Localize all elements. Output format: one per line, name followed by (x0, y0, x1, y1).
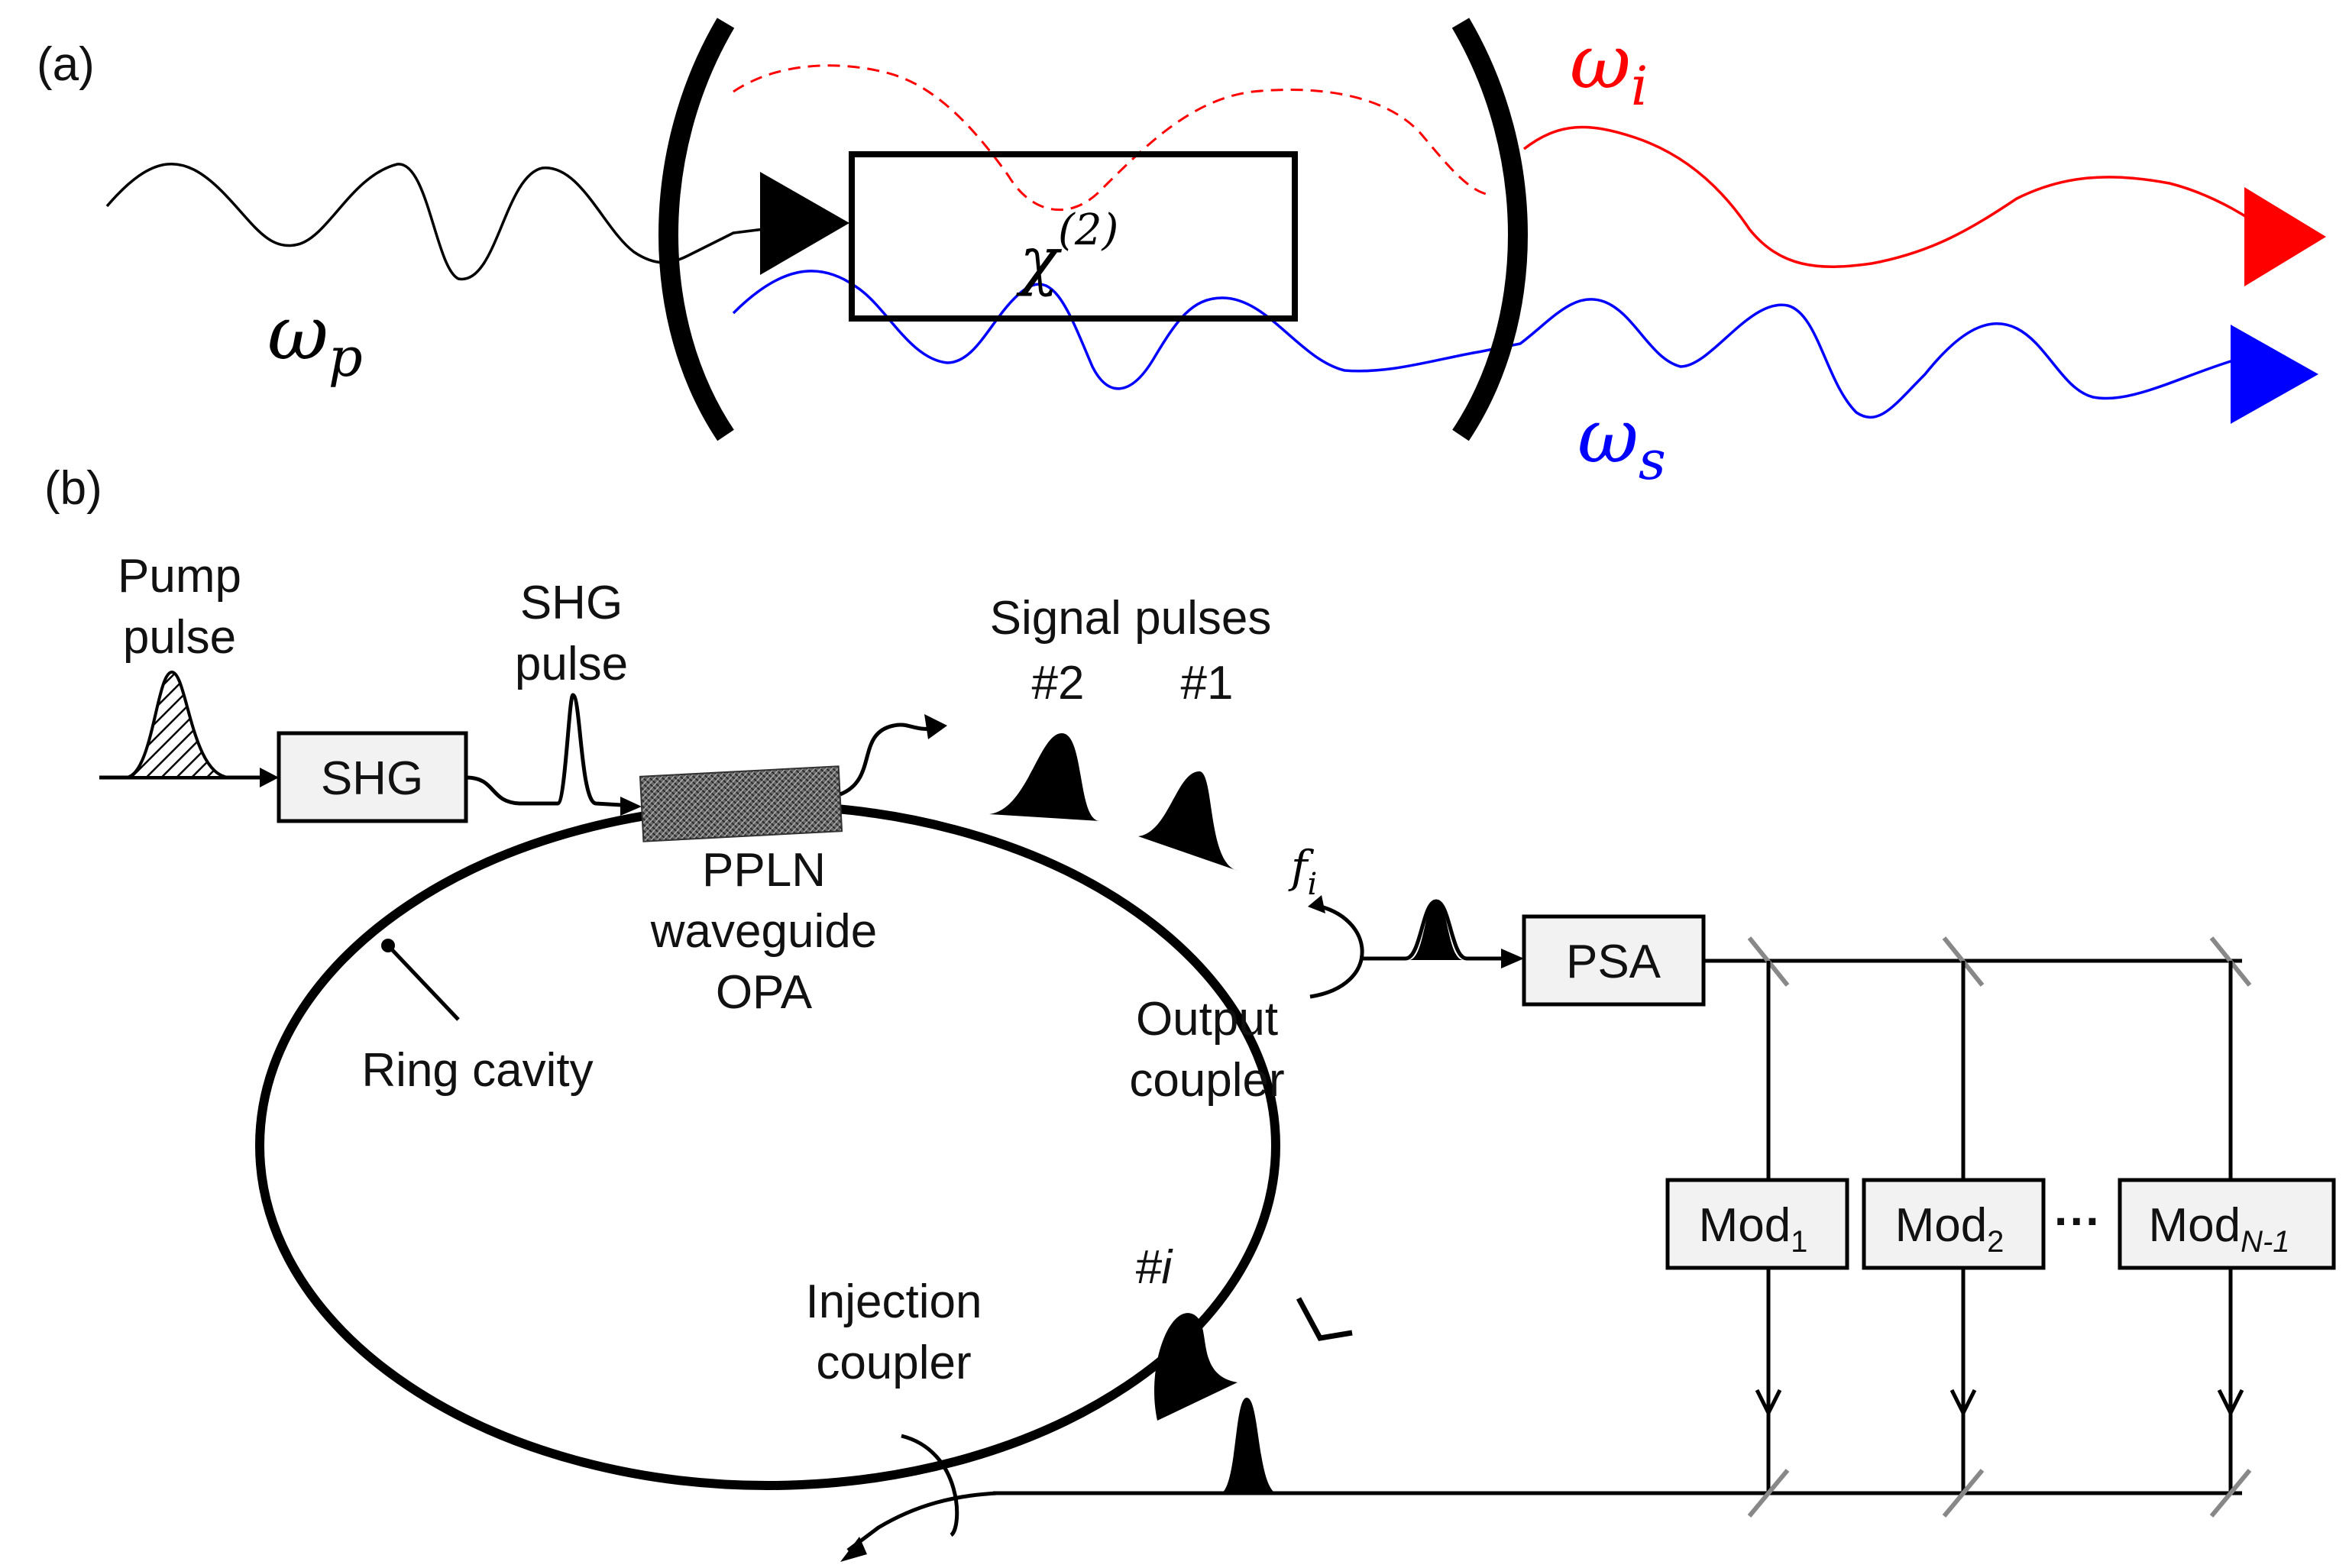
pump-frequency-label: ωp (267, 290, 363, 389)
pulse-i-label: #i (1135, 1241, 1173, 1294)
ppln-label-line3: OPA (716, 966, 813, 1019)
signal-pulses-label: Signal pulses (990, 592, 1272, 645)
signal-wave (732, 270, 2257, 419)
signal-arrowhead (2231, 325, 2318, 424)
modulator-2-label: Mod2 (1895, 1199, 2004, 1259)
pump-pulse-shape (125, 670, 230, 779)
ppln-label-line2: waveguide (650, 905, 877, 958)
right-mirror (1451, 18, 1528, 441)
signal-pulse-1 (1138, 771, 1238, 871)
psa-input-arrowhead (1501, 949, 1524, 968)
modulator-n-label: ModN-1 (2148, 1199, 2289, 1259)
ring-cavity-label: Ring cavity (361, 1044, 593, 1097)
modulator-n-box (2118, 1178, 2336, 1270)
output-coupler-arrowhead (1308, 895, 1325, 913)
ppln-label-line1: PPLN (702, 844, 826, 897)
pump-input-arrowhead (260, 768, 279, 787)
panel-a: (a) χ (2) ωp ωi ωs (37, 18, 2326, 492)
injection-coupler-label-line2: coupler (816, 1337, 971, 1389)
modulator-2-box (1862, 1178, 2046, 1270)
branch-1-arrow (1755, 1389, 1782, 1418)
signal-frequency-label: ωs (1577, 393, 1666, 492)
shg-pulse-label-line2: pulse (515, 638, 628, 690)
modulator-1-label: Mod1 (1699, 1199, 1808, 1259)
panel-b-label: (b) (44, 462, 102, 515)
shg-output-path (465, 693, 635, 808)
mirror-bottom-3 (2209, 1469, 2252, 1518)
injection-return-path (846, 1491, 998, 1552)
modulator-1-box (1665, 1178, 1849, 1270)
fi-label: fi (1288, 841, 1317, 902)
left-mirror (658, 18, 735, 441)
signal-pulse-2 (989, 733, 1100, 821)
shg-output-arrowhead (620, 797, 642, 816)
mirror-bottom-1 (1747, 1469, 1790, 1518)
panel-a-label: (a) (37, 38, 95, 91)
shg-pulse-label-line1: SHG (520, 577, 623, 629)
injection-coupler-arc (901, 1434, 959, 1537)
pump-exit-path (840, 723, 940, 797)
signal-pulse-2-label: #2 (1032, 657, 1085, 710)
shg-box-label: SHG (321, 752, 423, 805)
output-coupler-label-line2: coupler (1129, 1054, 1284, 1107)
output-coupler-label-line1: Output (1136, 993, 1278, 1046)
ring-direction-arrow (1296, 1297, 1353, 1341)
signal-pulse-1-label: #1 (1181, 657, 1234, 710)
branch-3-arrow (2217, 1389, 2244, 1418)
branch-2-arrow (1949, 1389, 1977, 1418)
output-coupler-arc (1309, 903, 1364, 999)
psa-box-label: PSA (1566, 936, 1661, 988)
pump-arrowhead (760, 172, 849, 275)
pump-pulse-label-line2: pulse (123, 611, 236, 664)
injection-coupler-label-line1: Injection (806, 1275, 982, 1328)
pump-wave (105, 162, 765, 280)
pump-exit-arrowhead (924, 714, 947, 739)
modulator-ellipsis: ··· (2054, 1195, 2101, 1248)
crystal-order-superscript: (2) (1058, 205, 1118, 255)
idler-arrowhead (2244, 187, 2326, 286)
idler-wave (1522, 125, 2254, 268)
feedback-pulse (1218, 1398, 1280, 1495)
ppln-waveguide (639, 765, 843, 842)
idler-frequency-label: ωi (1570, 19, 1648, 118)
injection-exit-arrowhead (840, 1537, 867, 1562)
ring-cavity-pointer (387, 944, 460, 1021)
output-pulse (1409, 900, 1463, 960)
panel-b: (b) Pump pulse SHG SHG pulse PPLN wavegu… (44, 462, 2336, 1562)
crystal-chi-label: χ (1016, 223, 1063, 298)
nonlinear-crystal (849, 151, 1298, 322)
idler-wave-internal (733, 64, 1490, 212)
pulse-i (1154, 1313, 1238, 1421)
mirror-bottom-2 (1942, 1469, 1985, 1518)
shg-box (277, 731, 468, 823)
pump-pulse-label-line1: Pump (118, 550, 241, 603)
